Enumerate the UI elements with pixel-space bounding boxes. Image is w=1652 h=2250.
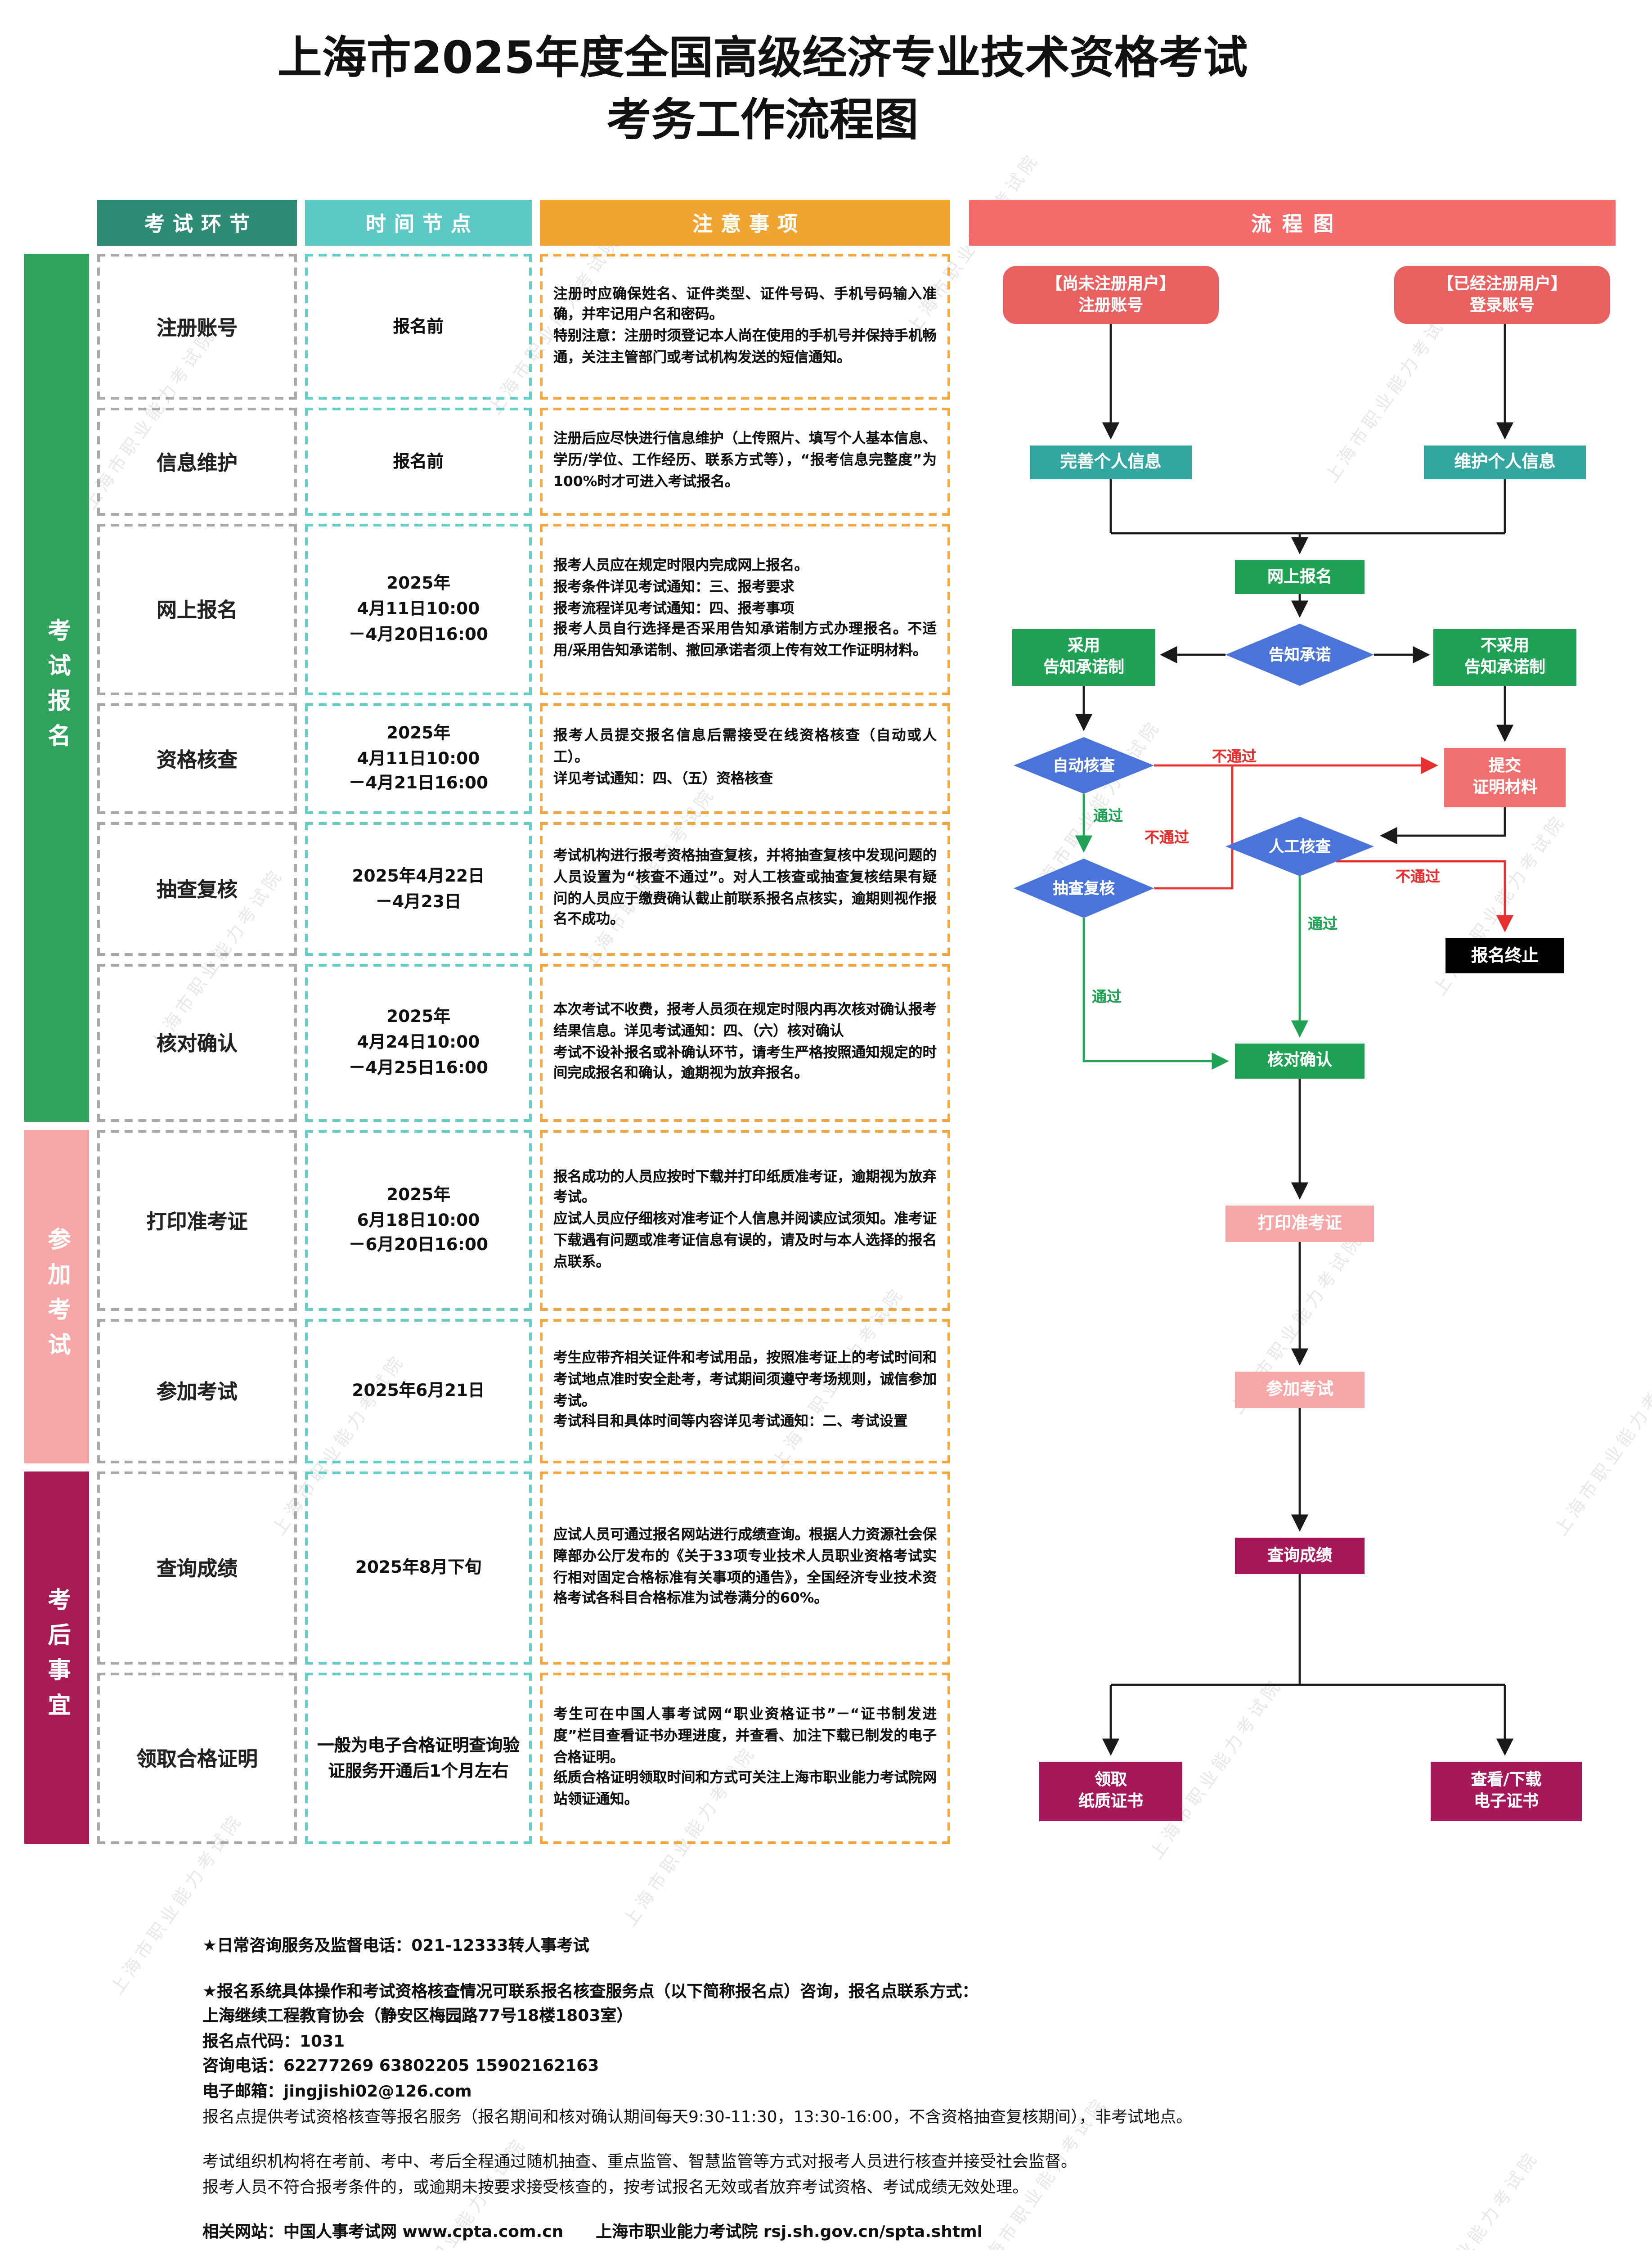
notes-cell: 注册时应确保姓名、证件类型、证件号码、手机号码输入准确，并牢记用户名和密码。 特… [540,254,950,400]
notes-cell: 报考人员提交报名信息后需接受在线资格核查（自动或人工）。 详见考试通知：四、（五… [540,703,950,814]
flow-node-print-ticket: 打印准考证 [1226,1206,1374,1242]
stage-cell: 查询成绩 [97,1472,297,1665]
edge-label-fail: 不通过 [1396,868,1440,886]
time-cell: 2025年4月22日 －4月23日 [305,822,532,956]
stage-cell: 参加考试 [97,1319,297,1463]
footer-service-hours: 报名点提供考试资格核查等报名服务（报名期间和核对确认期间每天9:30-11:30… [202,2106,1193,2126]
flow-node-register-account: 【尚未注册用户】 注册账号 [1003,266,1219,324]
footer-websites: 相关网站：中国人事考试网 www.cpta.com.cn 上海市职业能力考试院 … [202,2223,983,2242]
footer-site-code: 报名点代码：1031 [202,2031,345,2051]
edge-label-fail: 不通过 [1145,829,1189,846]
flow-node-query-score: 查询成绩 [1235,1538,1365,1574]
flow-node-confirm: 核对确认 [1235,1044,1365,1079]
stage-cell: 领取合格证明 [97,1673,297,1844]
stage-cell: 网上报名 [97,524,297,695]
time-cell: 2025年 4月11日10:00 －4月21日16:00 [305,703,532,814]
page-title: 上海市2025年度全国高级经济专业技术资格考试 考务工作流程图 [0,27,1525,152]
notes-cell: 考生可在中国人事考试网“职业资格证书”－“证书制发进度”栏目查看证书办理进度，并… [540,1673,950,1844]
column-header-time: 时间节点 [305,200,532,246]
footer-phone: 咨询电话：62277269 63802205 15902162163 [202,2056,599,2076]
page-title-line2: 考务工作流程图 [606,93,919,146]
flow-node-maintain-info: 维护个人信息 [1424,446,1586,479]
column-header-flowchart: 流程图 [969,200,1616,246]
stage-cell: 信息维护 [97,408,297,516]
time-cell: 2025年6月21日 [305,1319,532,1463]
flow-node-take-exam: 参加考试 [1235,1372,1365,1408]
time-cell: 2025年 4月24日10:00 －4月25日16:00 [305,964,532,1122]
flowchart: 流程图 [969,200,1616,1847]
notes-cell: 应试人员可通过报名网站进行成绩查询。根据人力资源社会保障部办公厅发布的《关于33… [540,1472,950,1665]
time-cell: 2025年 4月11日10:00 －4月20日16:00 [305,524,532,695]
notes-cell: 本次考试不收费，报考人员须在规定时限内再次核对确认报考结果信息。详见考试通知：四… [540,964,950,1122]
flow-node-login-account: 【已经注册用户】 登录账号 [1394,266,1610,324]
category-after-exam: 考后事宜 [24,1472,89,1844]
category-exam-registration: 考试报名 [24,254,89,1122]
notes-cell: 报考人员应在规定时限内完成网上报名。 报考条件详见考试通知：三、报考要求 报考流… [540,524,950,695]
time-cell: 一般为电子合格证明查询验证服务开通后1个月左右 [305,1673,532,1844]
flow-node-complete-info: 完善个人信息 [1030,446,1192,479]
stage-cell: 核对确认 [97,964,297,1122]
flow-node-paper-certificate: 领取 纸质证书 [1039,1762,1182,1821]
edge-label-pass: 通过 [1093,807,1123,825]
notes-cell: 注册后应尽快进行信息维护（上传照片、填写个人基本信息、学历/学位、工作经历、联系… [540,408,950,516]
category-take-exam: 参加考试 [24,1130,89,1463]
flow-node-no-promise: 不采用 告知承诺制 [1433,629,1576,686]
time-cell: 报名前 [305,408,532,516]
footer-contact-intro: ★报名系统具体操作和考试资格核查情况可联系报名核查服务点（以下简称报名点）咨询，… [202,1981,979,2000]
footer-notes: ★日常咨询服务及监督电话：021-12333转人事考试 ★报名系统具体操作和考试… [202,1933,1614,2245]
flowchart-connectors [1075,324,1514,1756]
page-title-line1: 上海市2025年度全国高级经济专业技术资格考试 [277,31,1248,84]
flow-node-online-registration: 网上报名 [1235,560,1365,594]
time-cell: 报名前 [305,254,532,400]
stage-cell: 抽查复核 [97,822,297,956]
footer-email: 电子邮箱：jingjishi02@126.com [202,2081,472,2101]
footer-supervision: 考试组织机构将在考前、考中、考后全程通过随机抽查、重点监管、智慧监管等方式对报考… [202,2152,1077,2196]
exam-process-table: 考试环节 时间节点 注意事项 考试报名 参加考试 考后事宜 注册账号 报名前 注… [24,200,950,1844]
notes-cell: 考生应带齐相关证件和考试用品，按照准考证上的考试时间和考试地点准时安全赴考，考试… [540,1319,950,1463]
edge-label-pass: 通过 [1308,915,1338,933]
flow-node-use-promise: 采用 告知承诺制 [1012,629,1155,686]
notes-cell: 报名成功的人员应按时下载并打印纸质准考证，逾期视为放弃考试。 应试人员应仔细核对… [540,1130,950,1311]
stage-cell: 注册账号 [97,254,297,400]
notes-cell: 考试机构进行报考资格抽查复核，并将抽查复核中发现问题的人员设置为“核查不通过”。… [540,822,950,956]
column-header-stage: 考试环节 [97,200,297,246]
stage-cell: 资格核查 [97,703,297,814]
column-header-notes: 注意事项 [540,200,950,246]
time-cell: 2025年 6月18日10:00 －6月20日16:00 [305,1130,532,1311]
edge-label-fail: 不通过 [1212,748,1257,765]
flow-node-submit-materials: 提交 证明材料 [1444,748,1566,807]
stage-cell: 打印准考证 [97,1130,297,1311]
flow-node-registration-end: 报名终止 [1446,938,1564,973]
footer-contact-address: 上海继续工程教育协会（静安区梅园路77号18楼1803室） [202,2006,633,2025]
edge-label-pass: 通过 [1092,988,1122,1006]
footer-hotline: ★日常咨询服务及监督电话：021-12333转人事考试 [202,1936,589,1955]
time-cell: 2025年8月下旬 [305,1472,532,1665]
flow-node-e-certificate: 查看/下载 电子证书 [1431,1762,1582,1821]
